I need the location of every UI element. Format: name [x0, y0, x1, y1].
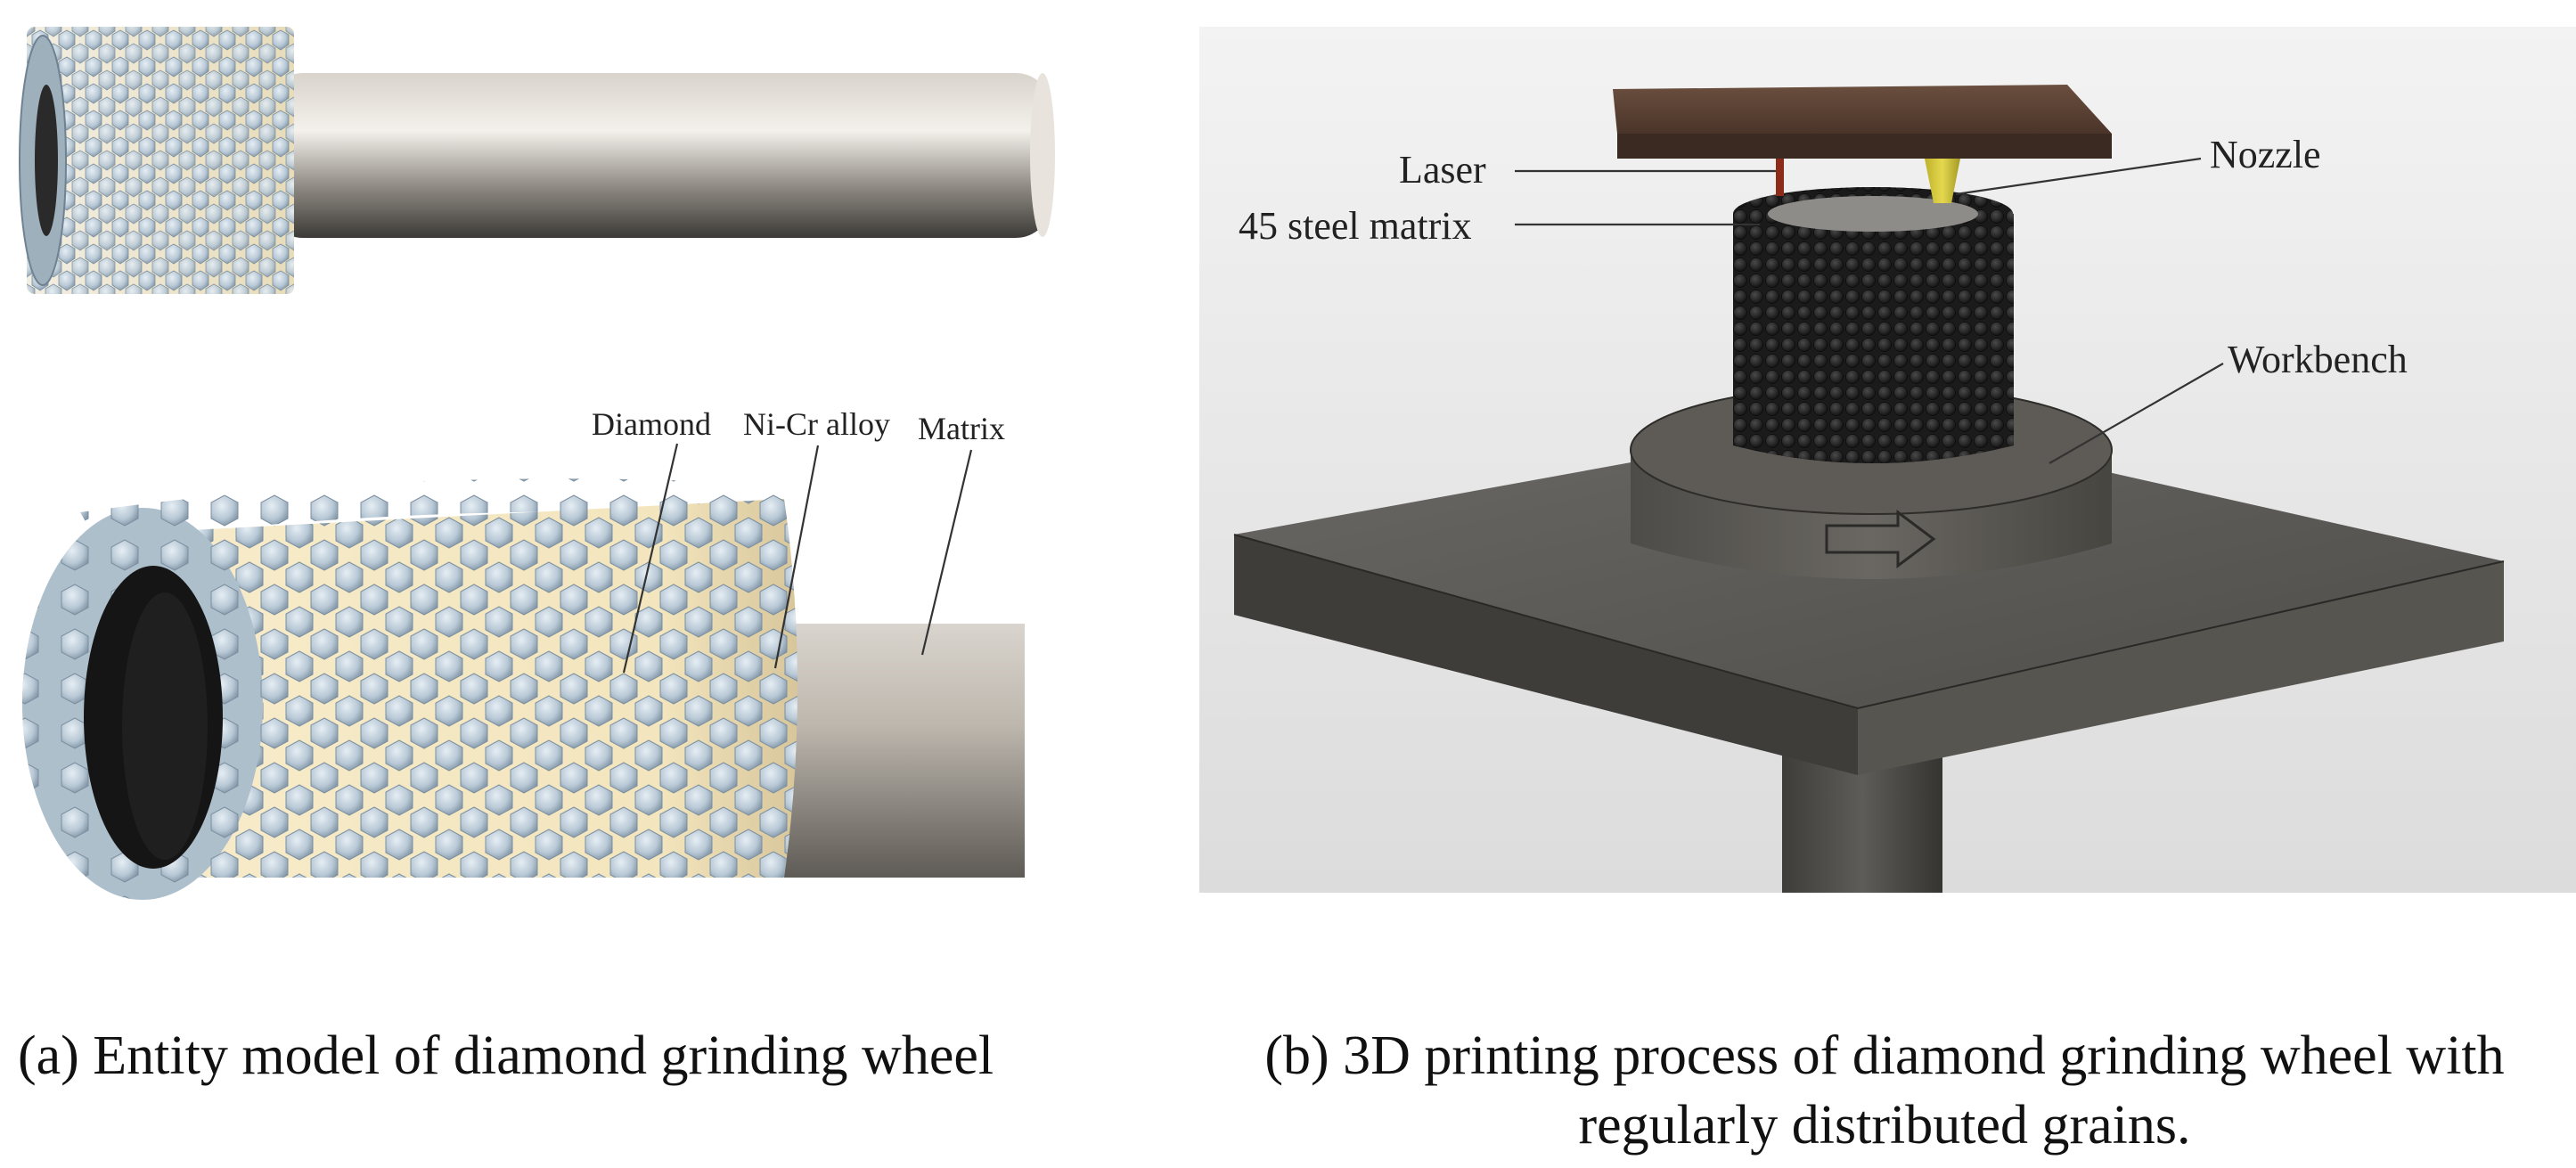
caption-b-line1: (b) 3D printing process of diamond grind…: [1264, 1025, 2504, 1086]
label-nicr-alloy: Ni-Cr alloy: [743, 406, 890, 442]
matrix-shaft: [766, 624, 1025, 878]
plate-front-left: [1234, 535, 1858, 775]
diamond-grains-offset: [107, 499, 797, 878]
caption-a: (a) Entity model of diamond grinding whe…: [18, 1025, 994, 1086]
leader-diamond: [622, 443, 679, 674]
print-head-top: [1613, 85, 2112, 134]
panel-b-annotations: Laser 45 steel matrix Nozzle Workbench: [1239, 133, 2408, 464]
label-laser: Laser: [1399, 148, 1486, 192]
panel-a-wheel-overview: [19, 27, 1055, 294]
leader-matrix: [920, 449, 973, 656]
label-workbench: Workbench: [2228, 338, 2408, 381]
label-diamond: Diamond: [592, 406, 711, 442]
plate-front-right: [1858, 561, 2504, 775]
panel-a-annotations: Diamond Ni-Cr alloy Matrix: [592, 406, 1005, 674]
nozzle-icon: [1925, 159, 1960, 203]
leader-workbench: [2049, 363, 2224, 464]
rotation-arrow-icon: [1825, 510, 1936, 568]
label-nozzle: Nozzle: [2210, 133, 2321, 176]
plate-edge: [1233, 534, 2505, 710]
leader-nicr-alloy: [773, 445, 820, 669]
panel-a-section-view: [22, 478, 1025, 900]
grains-top-row: [80, 478, 784, 543]
panel-b-printing-setup: [1199, 27, 2576, 893]
label-45-steel-matrix: 45 steel matrix: [1239, 204, 1472, 248]
steel-matrix-top: [1768, 196, 1978, 232]
section-bore-inner: [122, 592, 208, 860]
leader-nozzle: [1955, 157, 2202, 196]
laser-emitter: [1776, 159, 1784, 196]
label-matrix: Matrix: [918, 411, 1005, 446]
shaft-body: [267, 73, 1051, 238]
wheel-grains-offset: [27, 27, 294, 294]
shaft-end: [1030, 73, 1055, 237]
printed-cylinder-grains: [1733, 198, 2014, 463]
caption-b-line2: regularly distributed grains.: [1579, 1095, 2191, 1156]
wheel-bore: [35, 85, 58, 236]
print-head-front: [1617, 134, 2112, 159]
